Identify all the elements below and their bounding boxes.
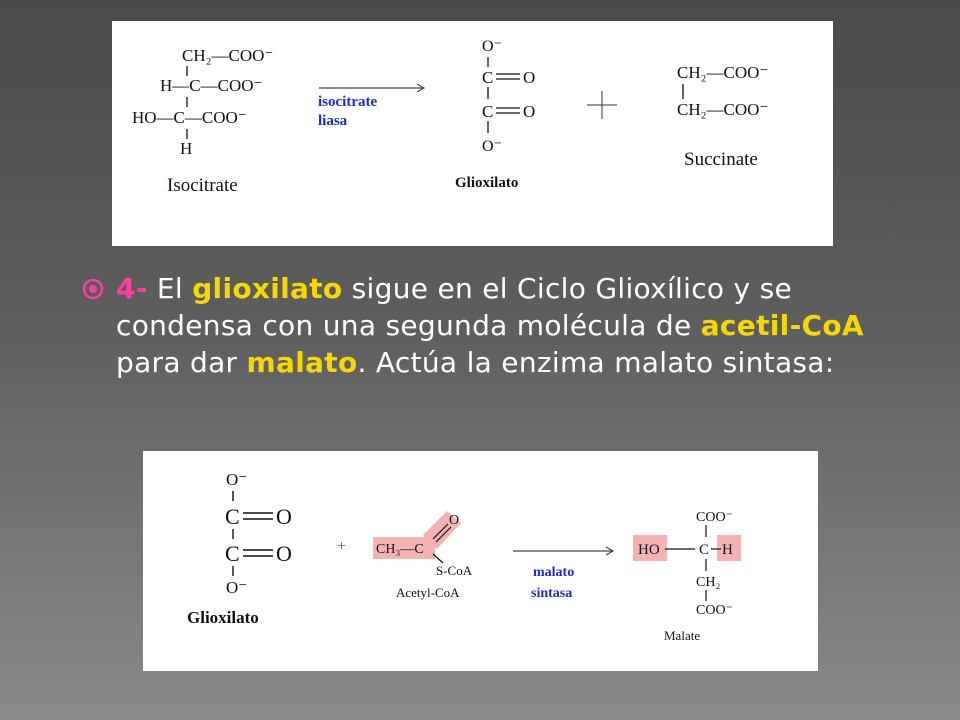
isocitrate-lyase-reaction-image: CH₂—COO⁻ H—C—COO⁻ HO—C—COO⁻ H Isocitrate…	[112, 21, 833, 246]
keyword-glioxilato: glioxilato	[192, 272, 343, 305]
target-bullet-icon	[82, 278, 104, 300]
glyoxylate-label: Glioxilato	[455, 175, 518, 191]
malate-ho-highlight	[633, 535, 667, 561]
text-part-4: . Actúa la enzima malato sintasa:	[357, 346, 835, 379]
succinate-line-2: CH₂—COO⁻	[677, 100, 768, 119]
glyoxylate-carbon-1: C	[482, 68, 493, 87]
acetyl-highlight-box	[373, 537, 435, 559]
enzyme-label-malato: malato	[533, 565, 574, 580]
b-glyoxylate-label: Glioxilato	[187, 608, 259, 627]
b-glyoxylate-carbon-1: C	[225, 504, 240, 529]
bullet-paragraph: 4- El glioxilato sigue en el Ciclo Gliox…	[82, 270, 902, 381]
b-glyoxylate-oxygen-bottom: O⁻	[226, 578, 247, 597]
isocitrate-line-1: CH₂—COO⁻	[182, 46, 273, 65]
isocitrate-line-4: H	[180, 139, 192, 158]
succinate-line-1: CH₂—COO⁻	[677, 63, 768, 82]
acetyl-scoa: S-CoA	[436, 563, 473, 578]
enzyme-label-isocitrate: isocitrate	[318, 94, 377, 110]
b-glyoxylate-oxygen-2: O	[276, 541, 292, 566]
malate-synthase-reaction-image: O⁻ C O C O O⁻ Glioxilato + CH₃—C O S-CoA…	[143, 451, 818, 671]
isocitrate-label: Isocitrate	[167, 175, 238, 196]
glyoxylate-oxygen-top: O⁻	[482, 38, 502, 55]
glyoxylate-oxygen-1: O	[523, 68, 535, 87]
malate-coo-bottom: COO⁻	[696, 603, 733, 618]
glyoxylate-carbon-2: C	[482, 102, 493, 121]
keyword-acetil-coa: acetil-CoA	[700, 309, 864, 342]
glyoxylate-oxygen-bottom: O⁻	[482, 138, 502, 155]
malate-h: H	[722, 542, 733, 558]
malate-carbon: C	[699, 542, 709, 558]
malate-ho: HO	[638, 542, 660, 558]
enzyme-label-sintasa: sintasa	[531, 586, 572, 601]
isocitrate-lyase-diagram: CH₂—COO⁻ H—C—COO⁻ HO—C—COO⁻ H Isocitrate…	[132, 38, 768, 196]
keyword-malato: malato	[246, 346, 358, 379]
acetyl-left: CH₃—C	[376, 542, 424, 557]
malate-ch2: CH₂	[696, 575, 720, 590]
text-part-2: sigue en el Ciclo Glioxílico y se conden…	[116, 272, 793, 342]
malate-label: Malate	[664, 628, 700, 643]
step-number: 4-	[116, 272, 148, 305]
malate-coo-top: COO⁻	[696, 510, 733, 525]
bullet-text: 4- El glioxilato sigue en el Ciclo Gliox…	[116, 270, 902, 381]
text-part-3: para dar	[116, 346, 247, 379]
isocitrate-line-2: H—C—COO⁻	[160, 76, 262, 95]
glyoxylate-oxygen-2: O	[523, 102, 535, 121]
text-part-1: El	[147, 272, 193, 305]
b-glyoxylate-oxygen-1: O	[276, 504, 292, 529]
malate-h-highlight	[717, 535, 741, 561]
acetyl-oxygen: O	[449, 513, 459, 528]
plus-sign: +	[337, 538, 346, 555]
malate-synthase-diagram: O⁻ C O C O O⁻ Glioxilato + CH₃—C O S-CoA…	[187, 470, 741, 643]
acetyl-coa-label: Acetyl-CoA	[396, 585, 460, 600]
enzyme-label-liasa: liasa	[318, 113, 348, 129]
b-glyoxylate-carbon-2: C	[225, 541, 240, 566]
isocitrate-line-3: HO—C—COO⁻	[132, 108, 247, 127]
b-glyoxylate-oxygen-top: O⁻	[226, 470, 247, 489]
succinate-label: Succinate	[684, 149, 758, 170]
